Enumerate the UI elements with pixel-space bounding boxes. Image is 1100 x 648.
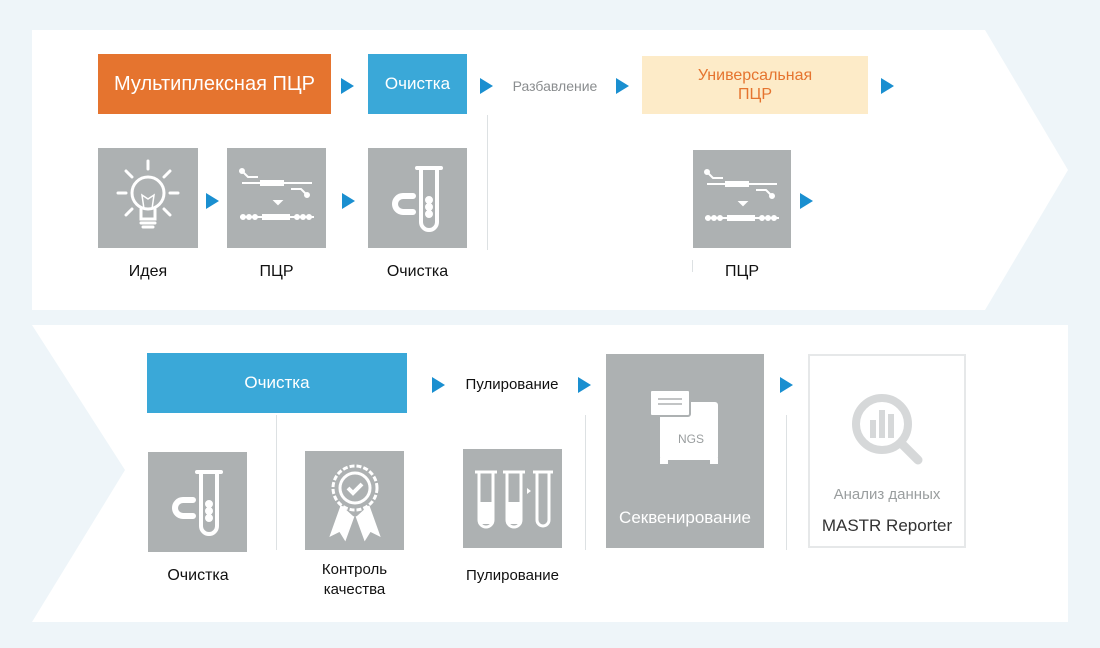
arrow-icon bbox=[480, 78, 493, 94]
label-quality-control: Контроль качества bbox=[321, 561, 388, 598]
magnifier-chart-icon bbox=[852, 394, 923, 465]
analysis-tile: Анализ данных MASTR Reporter bbox=[808, 354, 966, 548]
arrow-icon bbox=[206, 193, 219, 209]
step-multiplex-pcr: Мультиплексная ПЦР bbox=[98, 54, 331, 114]
divider bbox=[276, 415, 277, 550]
arrow-icon bbox=[432, 377, 445, 393]
step-dilution: Разбавление bbox=[512, 77, 598, 94]
arrow-icon bbox=[341, 78, 354, 94]
divider bbox=[786, 415, 787, 550]
pcr-icon bbox=[227, 148, 326, 248]
ngs-sequencer-icon bbox=[650, 390, 718, 464]
arrow-icon bbox=[800, 193, 813, 209]
magnet-tube-icon bbox=[148, 452, 247, 552]
label-idea: Идея bbox=[128, 263, 168, 280]
magnet-tube-icon bbox=[368, 148, 467, 248]
divider bbox=[487, 115, 488, 250]
label-pcr-2: ПЦР bbox=[724, 263, 759, 280]
arrow-icon bbox=[616, 78, 629, 94]
divider bbox=[585, 415, 586, 550]
divider bbox=[692, 260, 693, 272]
label-cleanup-2: Очистка bbox=[167, 567, 229, 584]
analysis-product: MASTR Reporter bbox=[821, 516, 953, 535]
analysis-title: Анализ данных bbox=[833, 486, 941, 503]
step-cleanup-2: Очистка bbox=[147, 353, 407, 413]
label-pooling: Пулирование bbox=[466, 567, 559, 584]
arrow-icon bbox=[780, 377, 793, 393]
label-cleanup: Очистка bbox=[386, 263, 449, 280]
label-pcr: ПЦР bbox=[259, 263, 294, 280]
sequencing-tile: NGS Секвенирование bbox=[606, 354, 764, 548]
arrow-icon bbox=[881, 78, 894, 94]
arrow-icon bbox=[342, 193, 355, 209]
step-universal-pcr: Универсальная ПЦР bbox=[642, 56, 868, 114]
arrow-icon bbox=[578, 377, 591, 393]
award-icon bbox=[305, 451, 404, 550]
tubes-icon bbox=[463, 449, 562, 548]
pcr-icon bbox=[693, 150, 791, 248]
ngs-badge: NGS bbox=[677, 432, 704, 446]
step-cleanup: Очистка bbox=[368, 54, 467, 114]
sequencing-label: Секвенирование bbox=[619, 508, 751, 527]
step-pooling: Пулирование bbox=[465, 376, 559, 393]
lightbulb-icon bbox=[98, 148, 198, 248]
